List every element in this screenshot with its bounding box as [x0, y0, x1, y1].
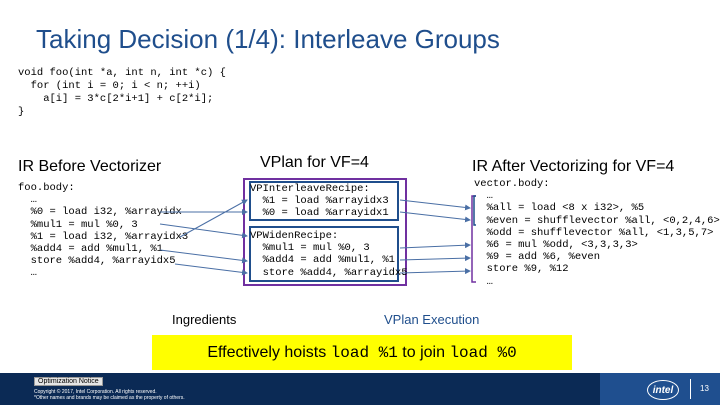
ir-line: %mul1 = mul %0, 3	[18, 218, 138, 231]
ir-after-code: vector.body: … %all = load <8 x i32>, %5…	[474, 178, 720, 288]
arrow-store	[174, 263, 248, 276]
arrow-widen-store	[399, 268, 471, 275]
widen-recipe-box	[249, 226, 399, 282]
ir-line: %9 = add %6, %even	[474, 251, 601, 264]
recipe-line: store %add4, %arrayidx5	[250, 266, 408, 279]
ir-line: %even = shufflevector %all, <0,2,4,6>	[474, 214, 720, 227]
copyright-text: Copyright © 2017, Intel Corporation. All…	[34, 389, 185, 401]
ir-before-code: foo.body: … %0 = load i32, %arrayidx %mu…	[18, 182, 188, 280]
ir-line: %all = load <8 x i32>, %5	[474, 202, 645, 215]
source-code-line: void foo(int *a, int n, int *c) {	[18, 67, 226, 79]
ir-line: %1 = load i32, %arrayidx3	[18, 230, 189, 243]
copyright-line: Copyright © 2017, Intel Corporation. All…	[34, 389, 157, 395]
ir-line: …	[18, 194, 37, 207]
ir-line: …	[18, 267, 37, 280]
ir-line: vector.body:	[474, 178, 550, 190]
source-code-line: }	[18, 106, 25, 118]
vplan-box	[243, 178, 407, 286]
source-code: void foo(int *a, int n, int *c) { for (i…	[18, 67, 226, 119]
interleave-recipe-code: VPInterleaveRecipe: %1 = load %arrayidx3…	[250, 183, 389, 220]
slide-title: Taking Decision (1/4): Interleave Groups	[36, 24, 500, 54]
arrow-widen-mul	[399, 242, 471, 249]
recipe-line: %0 = load %arrayidx1	[250, 207, 389, 220]
ir-line: foo.body:	[18, 182, 75, 194]
after-heading: IR After Vectorizing for VF=4	[472, 158, 675, 175]
ir-line: store %add4, %arrayidx5	[18, 255, 176, 268]
ir-line: %odd = shufflevector %all, <1,3,5,7>	[474, 226, 714, 239]
ir-line: %add4 = add %mul1, %1	[18, 243, 163, 256]
ir-line: …	[474, 275, 493, 288]
before-heading: IR Before Vectorizer	[18, 158, 162, 175]
recipe-line: VPInterleaveRecipe:	[250, 183, 370, 195]
highlight-banner	[152, 335, 572, 370]
footer-divider	[690, 379, 691, 399]
recipe-line: %add4 = add %mul1, %1	[250, 254, 395, 267]
source-code-line: a[i] = 3*c[2*i+1] + c[2*i];	[18, 93, 214, 105]
interleave-recipe-box	[249, 181, 399, 221]
ir-line: %6 = mul %odd, <3,3,3,3>	[474, 239, 638, 252]
arrow-interleave-shuffle	[399, 211, 471, 223]
copyright-line: *Other names and brands may be claimed a…	[34, 395, 185, 401]
arrow-widen-add	[399, 255, 471, 262]
page-number: 13	[700, 384, 709, 393]
recipe-line: %1 = load %arrayidx3	[250, 195, 389, 208]
ir-line: store %9, %12	[474, 263, 569, 276]
highlight-text: Effectively hoists load %1 to join load …	[152, 335, 572, 370]
recipe-line: %mul1 = mul %0, 3	[250, 242, 370, 255]
optimization-notice[interactable]: Optimization Notice	[34, 377, 103, 386]
arrow-add4	[159, 249, 248, 264]
ir-line: …	[474, 190, 493, 203]
widen-recipe-code: VPWidenRecipe: %mul1 = mul %0, 3 %add4 =…	[250, 230, 408, 279]
highlight-part2: to join	[397, 343, 450, 361]
arrow-load1	[179, 199, 248, 238]
intel-logo-icon: intel	[647, 380, 679, 400]
vplan-execution-label: VPlan Execution	[384, 312, 480, 327]
vplan-heading: VPlan for VF=4	[260, 154, 369, 171]
source-code-line: for (int i = 0; i < n; ++i)	[18, 80, 201, 92]
ir-line: %0 = load i32, %arrayidx	[18, 206, 182, 219]
ingredients-label: Ingredients	[172, 312, 237, 327]
after-interleave-bracket	[473, 195, 476, 226]
recipe-line: VPWidenRecipe:	[250, 230, 339, 242]
highlight-part1: Effectively hoists	[207, 343, 331, 361]
arrow-interleave-load	[399, 199, 471, 211]
arrow-mul1	[159, 223, 248, 239]
highlight-code2: load %0	[449, 343, 517, 362]
highlight-code1: load %1	[330, 343, 398, 362]
